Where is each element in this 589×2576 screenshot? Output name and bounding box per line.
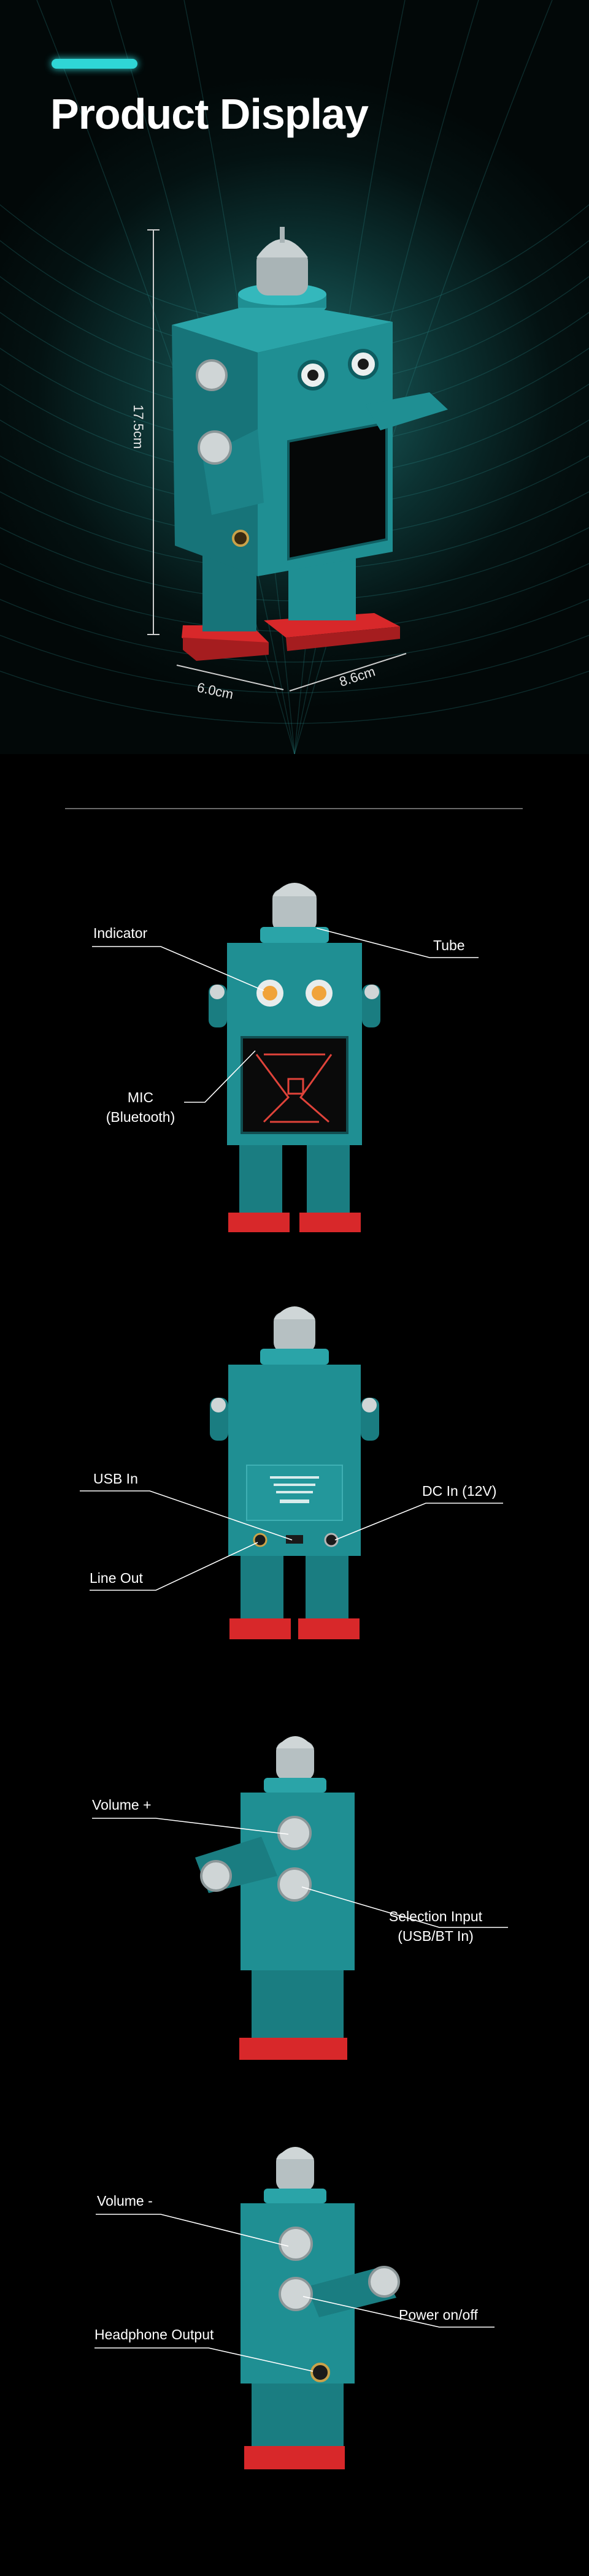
dimension-depth-label: 8.6cm (337, 663, 377, 689)
accent-bar (52, 59, 137, 69)
front-robot-illustration (92, 883, 479, 1232)
hero-robot-illustration: 17.5cm 6.0cm 8.6cm (131, 227, 448, 702)
label-usb-in: USB In (93, 1471, 138, 1487)
label-headphone-output: Headphone Output (94, 2326, 214, 2342)
back-robot-illustration (80, 1306, 503, 1639)
label-selection-input-line1: Selection Input (388, 1908, 483, 1924)
side-left-robot-illustration (94, 2147, 495, 2469)
hero-section: Product Display 17.5cm 6.0cm 8.6cm (0, 0, 589, 754)
side-right-robot-illustration (92, 1736, 508, 2060)
label-selection-input-line2: (USB/BT In) (398, 1928, 474, 1944)
label-selection-input: Selection Input (USB/BT In) (373, 1907, 498, 1946)
label-indicator: Indicator (93, 925, 148, 941)
dimension-width-label: 6.0cm (196, 679, 235, 702)
label-mic: MIC (Bluetooth) (94, 1088, 187, 1127)
label-volume-plus: Volume + (92, 1797, 152, 1813)
side-left-view-section: Volume - Power on/off Headphone Output (0, 2140, 589, 2483)
front-view-section: Indicator Tube MIC (Bluetooth) (0, 877, 589, 1257)
label-tube: Tube (433, 937, 465, 953)
label-power: Power on/off (399, 2307, 478, 2323)
section-divider (65, 808, 523, 809)
side-right-view-section: Volume + Selection Input (USB/BT In) (0, 1729, 589, 2072)
dimension-height-label: 17.5cm (131, 405, 146, 449)
label-mic-line1: MIC (127, 1089, 154, 1105)
label-line-out: Line Out (90, 1570, 143, 1586)
label-dc-in: DC In (12V) (422, 1483, 497, 1499)
label-volume-minus: Volume - (97, 2193, 153, 2209)
dimension-lines (147, 229, 407, 692)
label-mic-line2: (Bluetooth) (106, 1109, 175, 1125)
back-view-section: USB In DC In (12V) Line Out (0, 1300, 589, 1655)
page-title: Product Display (50, 90, 369, 138)
